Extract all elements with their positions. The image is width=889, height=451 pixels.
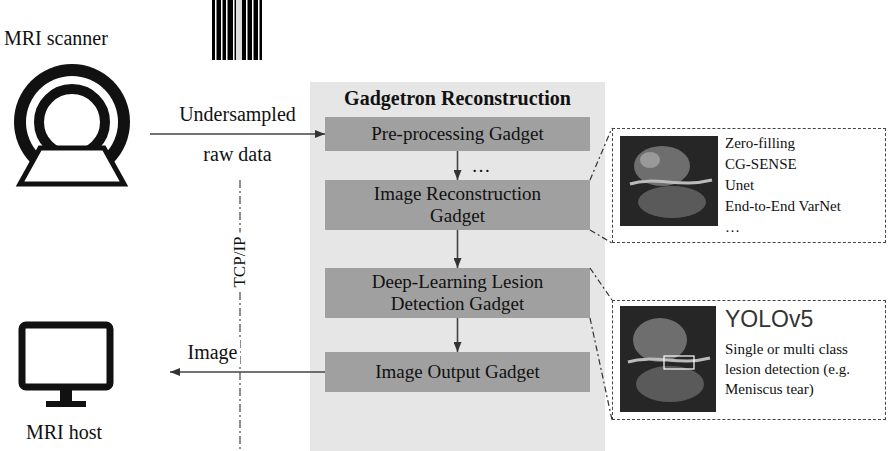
flow-arrow [170,371,325,373]
protocol-label: TCP/IP [228,232,252,291]
detection-box [664,356,694,369]
callout-leader [590,128,612,243]
callout-leader [590,268,612,420]
label-holder: TCP/IP [228,232,252,291]
mri-tissue [640,152,660,168]
edge-label: Undersampled raw data [168,94,308,174]
mri-tissue [633,318,687,362]
kspace-line [233,0,235,60]
node-text: End-to-End VarNet [725,196,879,217]
node-text: Unet [725,175,879,196]
node-heading: Zero-filling [725,133,879,154]
gadget-box: Image Reconstruction Gadget [325,180,590,230]
node-heading: Pre-processing Gadget [371,123,544,145]
mri-slice [620,306,716,412]
scanner-node: MRI scanner [0,26,150,186]
gadget-box: Image Output Gadget [325,352,590,392]
node-heading: Image Output Gadget [375,361,540,383]
kspace-ground [212,0,262,60]
node-heading: Gadgetron Reconstruction [310,82,605,110]
mri-tissue [638,186,706,218]
kspace-line [221,0,223,60]
kspace-line [226,0,228,60]
monitor-base [46,401,86,407]
kspace-pattern [212,0,262,60]
edge-label-holder: Undersampled raw data [168,94,308,174]
detection-callout: YOLOv5Single or multi class lesion detec… [612,300,886,420]
edge-label: … [472,153,491,176]
edge-label-holder: … [472,153,491,176]
mri-edge [630,180,712,184]
edge-label-holder: Image [185,340,241,364]
recon-thumbnail [620,136,718,226]
scanner-bed [20,148,124,184]
gadget-box: Deep-Learning Lesion Detection Gadget [325,268,590,318]
monitor-stand [60,387,72,401]
node-heading: Image Reconstruction Gadget [350,183,565,227]
mri-edge [628,358,710,362]
detection-thumbnail [620,306,716,412]
flow-arrow [150,133,325,135]
kspace-line [215,0,217,60]
kspace-line [246,0,248,60]
node-heading: Deep-Learning Lesion Detection Gadget [350,271,565,315]
kspace-line [258,0,260,60]
scanner-bore [39,89,105,155]
scanner-icon [14,64,130,184]
gadgetron-panel: Gadgetron ReconstructionPre-processing G… [310,82,605,451]
mri-slice [620,136,718,226]
node-text: … [725,217,879,238]
flow-arrow [457,318,459,352]
node-heading: YOLOv5 [725,305,879,333]
kspace-center [236,0,242,60]
method-callout: Zero-fillingCG-SENSEUnetEnd-to-End VarNe… [612,128,886,243]
flow-arrow [457,230,459,268]
node-heading: MRI host [26,420,170,444]
node-text: CG-SENSE [725,154,879,175]
tcp-divider [239,180,240,451]
kspace-line [252,0,254,60]
host-node: MRI host [10,318,170,448]
edge-label: Image [185,340,241,364]
node-text: Single or multi class lesion detection (… [725,339,879,399]
monitor-screen [22,325,110,387]
gadget-box: Pre-processing Gadget [325,117,590,151]
node-heading: MRI scanner [4,26,150,50]
flow-arrow [457,151,459,180]
mri-tissue [636,366,704,402]
monitor-icon [22,325,110,407]
